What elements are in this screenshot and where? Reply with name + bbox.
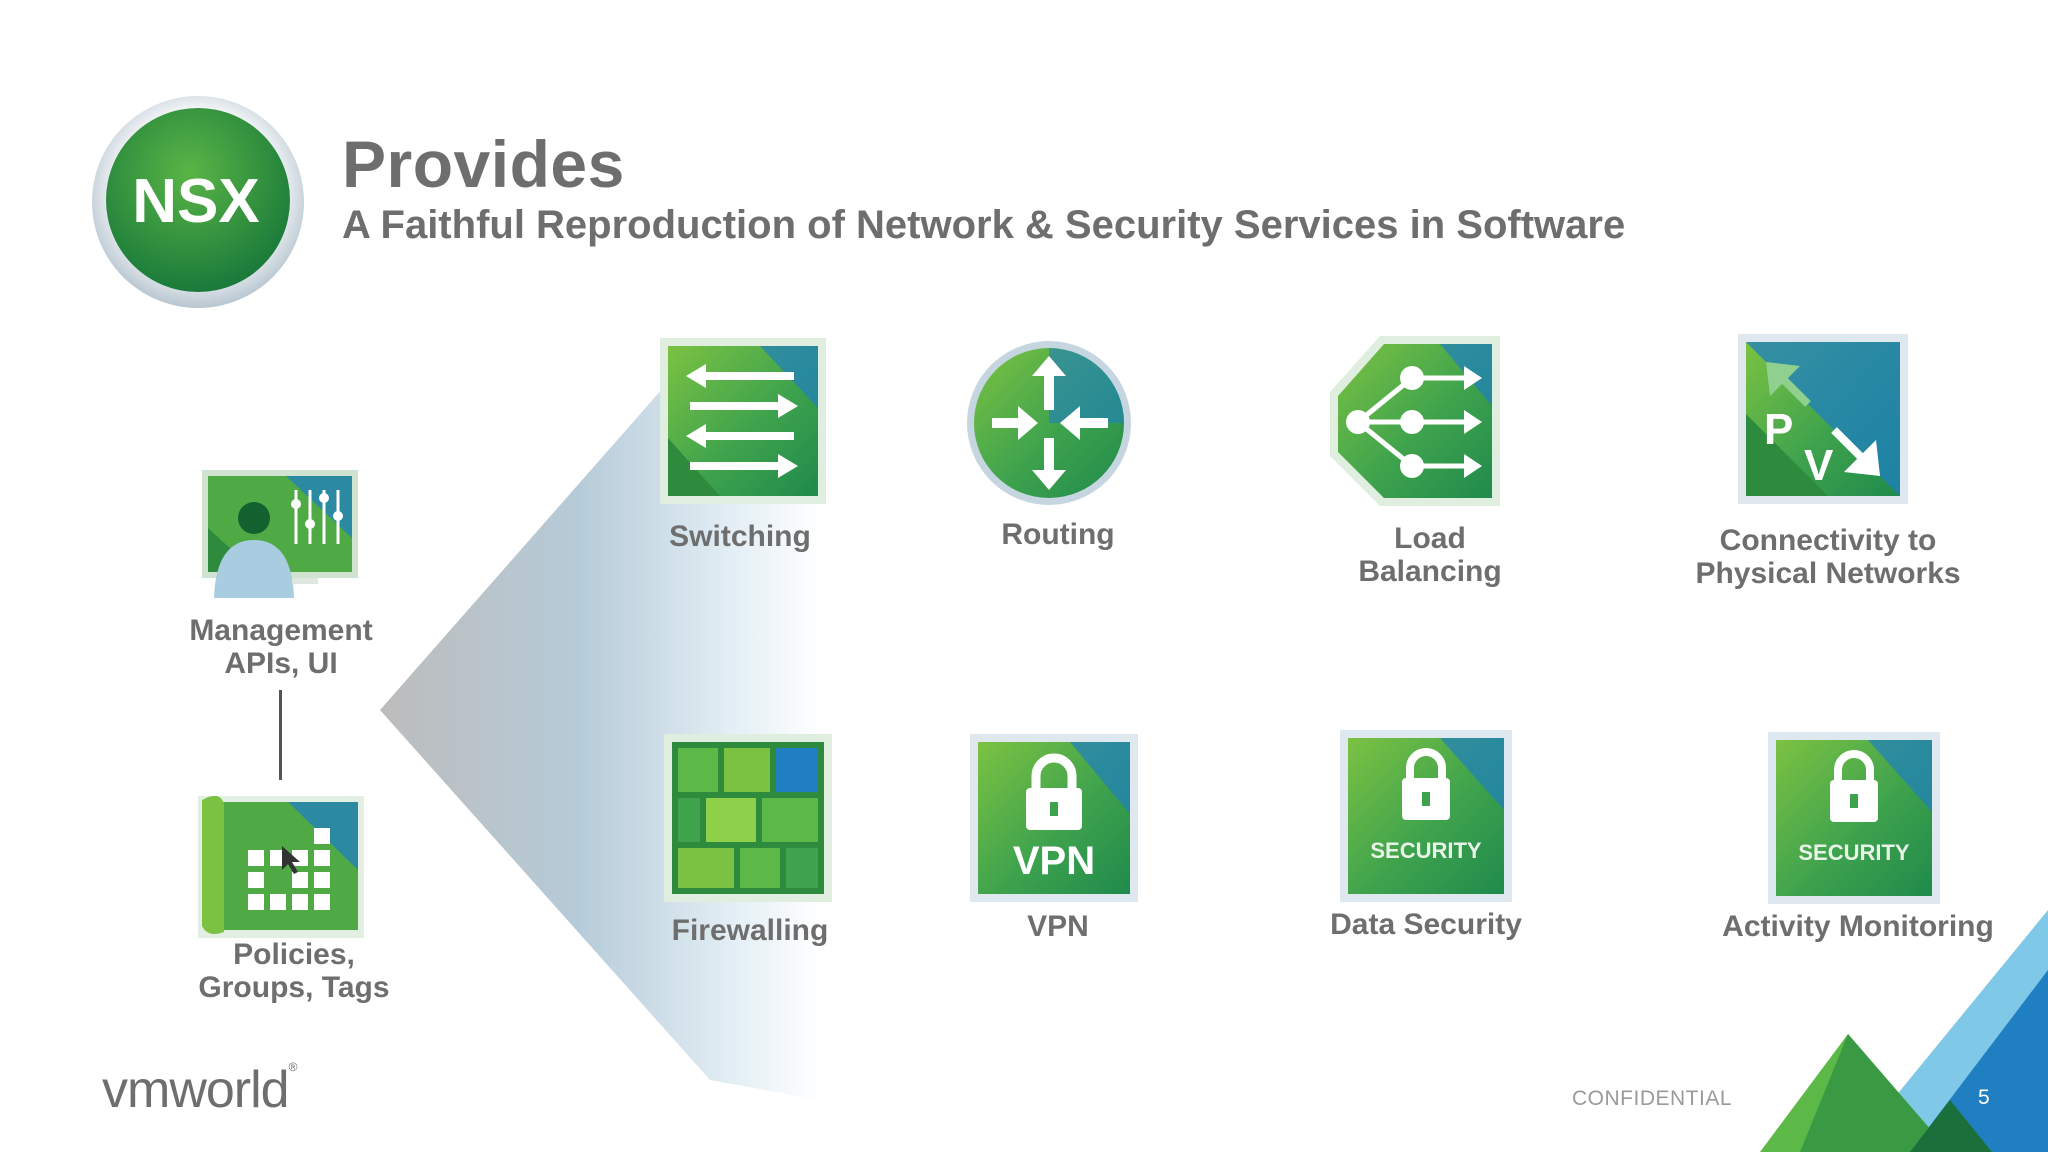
switching-icon [660,338,826,504]
policies-label: Policies, Groups, Tags [176,938,412,1004]
nsx-logo-text: NSX [132,167,259,236]
connector-line [279,690,282,780]
nsx-logo: NSX [92,96,304,308]
policies-icon [198,795,364,938]
load-balancing-label-line1: Load [1394,522,1466,555]
page-number: 5 [1978,1086,1990,1109]
page-subtitle: A Faithful Reproduction of Network & Sec… [342,203,1626,247]
activity-monitoring-icon: SECURITY [1768,732,1940,904]
management-label: Management APIs, UI [170,614,392,680]
vmworld-logo: vmworld® [102,1060,297,1119]
vmworld-logo-text: vmworld [102,1061,290,1119]
switching-label: Switching [669,520,811,553]
activity-monitoring-label: Activity Monitoring [1722,910,1994,943]
connectivity-label: Connectivity to Physical Networks [1666,524,1990,590]
vpn-label: VPN [1027,910,1089,943]
vpn-icon-text: VPN [1013,839,1095,883]
activity-monitoring-icon-text: SECURITY [1798,840,1910,865]
management-label-line2: APIs, UI [224,647,338,680]
data-security-icon: SECURITY [1340,730,1512,902]
pv-v-text: V [1804,441,1834,490]
policies-label-line1: Policies, [233,938,355,971]
load-balancing-label-line2: Balancing [1358,555,1502,588]
firewalling-icon [664,734,832,902]
routing-icon [967,341,1131,505]
connectivity-label-line1: Connectivity to [1719,524,1937,557]
policies-label-line2: Groups, Tags [198,971,390,1004]
corner-decoration [1760,910,2048,1152]
vpn-icon: VPN [970,734,1138,902]
load-balancing-icon [1330,336,1500,506]
confidential-label: CONFIDENTIAL [1572,1087,1733,1110]
connectivity-label-line2: Physical Networks [1695,557,1961,590]
management-label-line1: Management [189,614,373,647]
load-balancing-label: Load Balancing [1330,522,1530,588]
pv-p-text: P [1764,405,1793,454]
firewalling-label: Firewalling [671,914,829,947]
page-title: Provides [342,127,625,201]
connectivity-icon: P V [1738,334,1908,504]
routing-label: Routing [1001,518,1115,551]
fan-shape [380,380,820,1100]
data-security-label: Data Security [1330,908,1522,941]
management-icon [202,470,358,598]
data-security-icon-text: SECURITY [1370,838,1482,863]
